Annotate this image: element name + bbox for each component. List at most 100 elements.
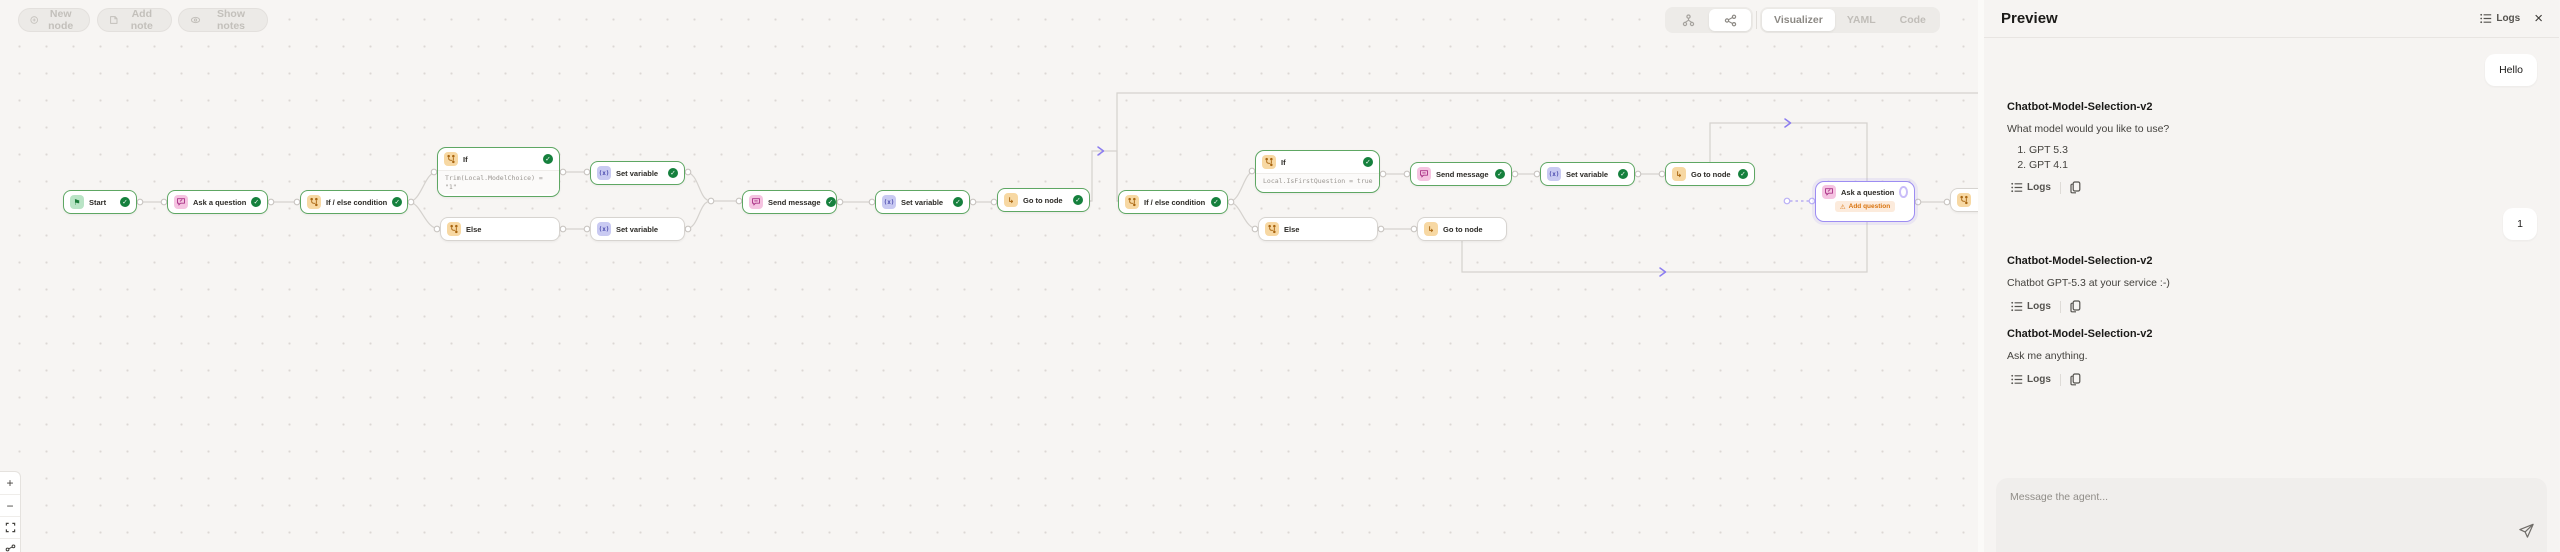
bot-text: Chatbot GPT-5.3 at your service :-) (2007, 277, 2170, 289)
divider (2059, 373, 2061, 386)
node-start[interactable]: ⚑ Start ✓ (63, 190, 137, 214)
logs-button[interactable]: Logs (2007, 301, 2051, 312)
branch-icon (447, 222, 461, 236)
success-check-icon: ✓ (825, 197, 836, 207)
bot-message: Chatbot-Model-Selection-v2 What model wo… (2007, 86, 2537, 194)
node-send-message-2[interactable]: Send message ✓ (1410, 162, 1512, 186)
success-check-icon: ✓ (543, 154, 553, 164)
node-if-else-3-partial[interactable] (1950, 188, 1978, 212)
bot-name: Chatbot-Model-Selection-v2 (2007, 101, 2153, 113)
close-icon[interactable]: × (2534, 10, 2543, 27)
tree-view-button[interactable] (1667, 9, 1709, 31)
condition-expression: Trim(Local.ModelChoice) ="1" (438, 170, 559, 194)
node-if-branch-2[interactable]: If ✓ Local.IsFirstQuestion = true (1255, 150, 1380, 193)
copy-icon[interactable] (2070, 300, 2081, 313)
node-label: Ask a question (193, 197, 247, 207)
node-label: Else (1284, 224, 1300, 234)
fit-view-button[interactable] (0, 516, 20, 538)
node-set-variable-3[interactable]: (x) Set variable ✓ (875, 190, 970, 214)
logs-button[interactable]: Logs (2007, 182, 2051, 193)
node-if-branch-1[interactable]: If ✓ Trim(Local.ModelChoice) ="1" (437, 147, 560, 197)
graph-view-button[interactable] (1709, 9, 1751, 31)
node-ask-a-question-active[interactable]: Ask a question ⚠ Add question (1815, 181, 1915, 222)
node-go-to-node-1[interactable]: ↳ Go to node ✓ (997, 188, 1090, 212)
node-if-else-1[interactable]: If / else condition ✓ (300, 190, 408, 214)
flow-canvas[interactable]: ⚑ Start ✓ Ask a question ✓ If / else con… (0, 0, 1979, 552)
message-actions: Logs (2007, 181, 2537, 194)
node-label: Send message (768, 197, 821, 207)
chat-transcript[interactable]: Hello Chatbot-Model-Selection-v2 What mo… (1984, 38, 2559, 472)
node-label: Go to node (1443, 224, 1483, 234)
preview-header: Preview Logs × (1984, 0, 2559, 38)
new-node-button[interactable]: New node (18, 8, 90, 32)
success-check-icon: ✓ (1211, 197, 1221, 207)
message-input[interactable] (1996, 478, 2547, 538)
message-bubble-icon (1417, 167, 1431, 181)
branch-icon (1125, 195, 1139, 209)
zoom-out-button[interactable]: − (0, 494, 20, 516)
message-actions: Logs (2007, 373, 2537, 386)
bot-name: Chatbot-Model-Selection-v2 (2007, 328, 2153, 340)
node-set-variable-1[interactable]: (x) Set variable ✓ (590, 161, 685, 185)
tab-visualizer[interactable]: Visualizer (1762, 9, 1835, 31)
node-label: Set variable (616, 168, 659, 178)
tab-yaml[interactable]: YAML (1835, 9, 1888, 31)
node-set-variable-2[interactable]: (x) Set variable (590, 217, 685, 241)
branch-icon (1262, 155, 1276, 169)
list-item: GPT 4.1 (2029, 159, 2537, 171)
show-notes-button[interactable]: Show notes (178, 8, 268, 32)
variable-icon: (x) (597, 222, 611, 236)
zoom-in-button[interactable]: + (6, 476, 14, 490)
goto-arrow-icon: ↳ (1672, 167, 1686, 181)
node-label: Set variable (616, 224, 659, 234)
tab-code[interactable]: Code (1888, 9, 1938, 31)
node-send-message-1[interactable]: Send message ✓ (742, 190, 837, 214)
layout-button[interactable] (0, 538, 20, 552)
running-spinner-icon (1899, 186, 1908, 198)
success-check-icon: ✓ (1738, 169, 1748, 179)
branch-icon (444, 152, 458, 166)
chat-input-container (1996, 478, 2547, 552)
copy-icon[interactable] (2070, 181, 2081, 194)
model-options-list: GPT 5.3 GPT 4.1 (2029, 144, 2537, 171)
bot-message: Chatbot-Model-Selection-v2 Ask me anythi… (2007, 313, 2537, 386)
success-check-icon: ✓ (120, 197, 130, 207)
node-else-branch-2[interactable]: Else (1258, 217, 1378, 241)
node-ask-a-question-1[interactable]: Ask a question ✓ (167, 190, 268, 214)
divider (2059, 300, 2061, 313)
variable-icon: (x) (882, 195, 896, 209)
canvas-zoom-controls: + − (0, 471, 21, 552)
node-label: If (463, 154, 468, 164)
node-label: Set variable (901, 197, 944, 207)
branch-icon (307, 195, 321, 209)
logs-header-button[interactable]: Logs (2480, 13, 2520, 24)
success-check-icon: ✓ (392, 197, 403, 207)
divider (2059, 181, 2061, 194)
question-bubble-icon (1822, 185, 1836, 199)
node-go-to-node-2[interactable]: ↳ Go to node (1417, 217, 1507, 241)
variable-icon: (x) (597, 166, 611, 180)
node-label: Go to node (1023, 195, 1063, 205)
logs-button[interactable]: Logs (2007, 374, 2051, 385)
warning-badge[interactable]: ⚠ Add question (1834, 201, 1896, 212)
node-label: Send message (1436, 169, 1489, 179)
add-note-button[interactable]: Add note (97, 8, 172, 32)
bot-message: Chatbot-Model-Selection-v2 Chatbot GPT-5… (2007, 240, 2537, 313)
node-label: If / else condition (1144, 197, 1206, 207)
node-go-to-node-3[interactable]: ↳ Go to node ✓ (1665, 162, 1755, 186)
list-icon (2011, 301, 2023, 312)
list-icon (2011, 182, 2023, 193)
preview-panel: Preview Logs × Hello Chatbot-Model-Selec… (1978, 0, 2559, 552)
node-label: Ask a question (1841, 187, 1895, 197)
node-set-variable-4[interactable]: (x) Set variable ✓ (1540, 162, 1635, 186)
send-icon[interactable] (2518, 522, 2535, 542)
branch-icon (1957, 193, 1971, 207)
start-flag-icon: ⚑ (70, 195, 84, 209)
graph-view-icon (1724, 14, 1736, 26)
node-if-else-2[interactable]: If / else condition ✓ (1118, 190, 1228, 214)
condition-expression: Local.IsFirstQuestion = true (1256, 173, 1379, 189)
copy-icon[interactable] (2070, 373, 2081, 386)
message-bubble-icon (749, 195, 763, 209)
node-else-branch-1[interactable]: Else (440, 217, 560, 241)
